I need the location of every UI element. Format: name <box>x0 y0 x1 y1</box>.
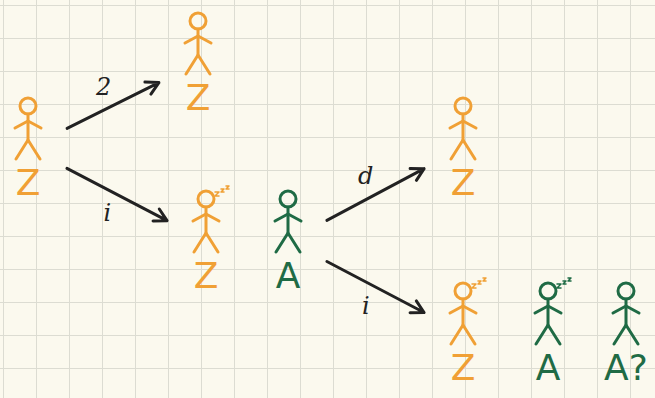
person-letter: A <box>534 350 563 386</box>
person-letter: Z <box>184 80 213 116</box>
stick-figure <box>443 95 483 165</box>
person-letter: Z <box>449 350 478 386</box>
arrow-connector <box>327 261 424 312</box>
arrow-connector <box>67 168 167 221</box>
person-letter: Z <box>192 258 221 294</box>
stick-figure <box>178 10 218 80</box>
stick-figure <box>268 188 308 258</box>
person-letter: Z <box>449 165 478 201</box>
person-node: A <box>265 188 311 294</box>
person-letter: A? <box>602 350 650 386</box>
edge-label: i <box>101 200 113 226</box>
person-letter: A <box>274 258 303 294</box>
arrow-connector <box>327 169 424 221</box>
person-node: Z <box>440 95 486 201</box>
person-node: Z <box>183 188 229 294</box>
person-node: A <box>525 280 571 386</box>
person-letter: Z <box>14 165 43 201</box>
person-node: Z <box>440 280 486 386</box>
edge-label: i <box>360 293 372 319</box>
person-node: A? <box>602 280 650 386</box>
stick-figure <box>8 95 48 165</box>
stick-figure <box>443 280 483 350</box>
arrow-connector <box>67 82 159 128</box>
edge-label: 2 <box>94 74 113 100</box>
stick-figure <box>606 280 646 350</box>
person-node: Z <box>175 10 221 116</box>
edge-label: d <box>356 163 375 189</box>
stick-figure <box>186 188 226 258</box>
stick-figure <box>528 280 568 350</box>
person-node: Z <box>5 95 51 201</box>
